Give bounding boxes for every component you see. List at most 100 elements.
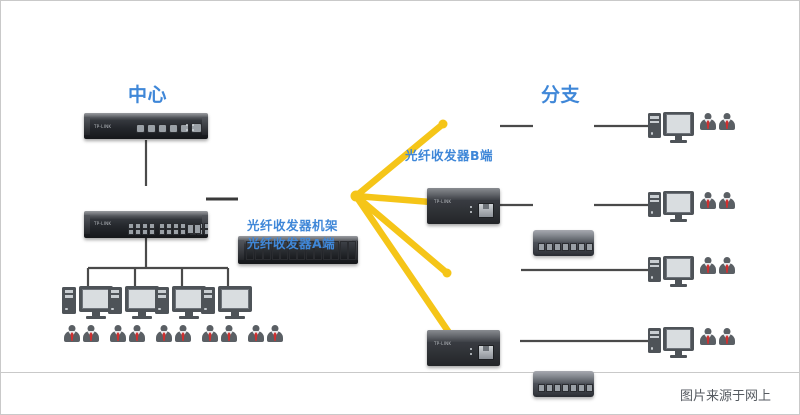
switch-port	[128, 223, 134, 229]
switch-port	[166, 229, 172, 235]
router-led	[192, 124, 194, 126]
user-tie	[725, 199, 729, 208]
workstation-tower	[201, 287, 215, 314]
router-port	[169, 124, 178, 133]
monitor-stand	[230, 311, 240, 316]
switch-port	[586, 243, 593, 251]
switch-port	[135, 229, 141, 235]
switch-port	[578, 384, 585, 392]
user-head	[271, 325, 279, 332]
tower-power-button	[651, 211, 654, 214]
switch-port	[538, 243, 545, 251]
tower-power-button	[651, 347, 654, 350]
switch-port	[159, 229, 165, 235]
converter-lid	[427, 188, 500, 201]
frame-left-border	[0, 0, 1, 415]
core-router[interactable]: TP-LINK	[84, 113, 208, 139]
branch-title: 分支	[541, 84, 581, 106]
switch-port	[159, 223, 165, 229]
switch-port	[586, 384, 593, 392]
tower-power-button	[204, 307, 207, 311]
fiber-converter-chassis[interactable]	[238, 236, 358, 264]
switch-port	[554, 384, 561, 392]
switch-port	[128, 229, 134, 235]
monitor-screen	[665, 329, 692, 349]
monitor-screen	[128, 288, 156, 310]
monitor-screen	[221, 288, 249, 310]
converter-brand-mark: TP-LINK	[434, 199, 452, 204]
user-group	[64, 325, 104, 345]
converter-led	[470, 206, 472, 208]
monitor-screen	[82, 288, 110, 310]
switch-port	[166, 223, 172, 229]
branch-2-switch-ports	[538, 384, 594, 392]
tower-slot	[650, 199, 659, 202]
router-port-row	[136, 123, 202, 133]
user-head	[704, 192, 712, 199]
switch-port	[180, 223, 186, 229]
tower-slot	[203, 290, 213, 294]
monitor-stand	[674, 135, 683, 140]
switch-port	[173, 229, 179, 235]
branch-4-user-group	[700, 328, 740, 348]
switch-port	[570, 384, 577, 392]
converter-lid	[427, 330, 500, 343]
monitor-screen	[175, 288, 203, 310]
user-head	[133, 325, 141, 332]
user-head	[723, 328, 731, 335]
switch-port	[135, 223, 141, 229]
switch-port	[173, 223, 179, 229]
chassis-label-line1: 光纤收发器机架	[247, 218, 339, 233]
user-head	[723, 192, 731, 199]
user-head	[252, 325, 260, 332]
switch-port	[538, 384, 545, 392]
converter-led	[470, 353, 472, 355]
user-tie	[725, 120, 729, 129]
router-led	[186, 124, 188, 126]
user-group	[156, 325, 196, 345]
switch-port	[180, 229, 186, 235]
branch-4-pc-tower	[648, 328, 661, 353]
switch-port	[142, 229, 148, 235]
chassis-slot	[271, 241, 280, 260]
tower-slot	[650, 260, 659, 263]
monitor-base	[669, 140, 688, 143]
converter-led	[470, 348, 472, 350]
chassis-slot	[314, 241, 322, 260]
user-head	[68, 325, 76, 332]
branch-1-media-converter[interactable]: TP-LINK	[427, 188, 500, 224]
monitor-base	[669, 219, 688, 222]
branch-2-media-converter[interactable]: TP-LINK	[427, 330, 500, 366]
fiber-junction-hub	[350, 190, 362, 202]
tower-slot	[650, 264, 659, 267]
branch-4-pc-monitor	[663, 327, 694, 358]
branch-1-pc-tower	[648, 113, 661, 138]
workstation-monitor	[218, 286, 252, 319]
router-bevel	[84, 113, 208, 121]
switch-topsheen	[533, 230, 594, 242]
switch-port	[204, 223, 208, 229]
user-head	[704, 328, 712, 335]
switch-port	[562, 384, 569, 392]
switch-port	[149, 223, 155, 229]
user-tie	[273, 332, 277, 341]
monitor-stand	[184, 311, 194, 316]
user-group	[110, 325, 150, 345]
workstation-tower	[108, 287, 122, 314]
branch-1-switch[interactable]	[533, 230, 594, 256]
converter-led	[470, 211, 472, 213]
router-brand-mark: TP-LINK	[94, 124, 112, 129]
switch-port-row-top	[128, 223, 208, 229]
user-tie	[227, 332, 231, 341]
core-switch[interactable]: TP-LINK	[84, 211, 208, 238]
switch-port	[204, 229, 208, 235]
tower-power-button	[65, 307, 68, 311]
user-head	[723, 113, 731, 120]
user-head	[87, 325, 95, 332]
switch-port	[142, 223, 148, 229]
branch-2-switch[interactable]	[533, 371, 594, 397]
monitor-stand	[674, 214, 683, 219]
monitor-base	[86, 316, 106, 319]
switch-uplink-port	[194, 224, 201, 234]
